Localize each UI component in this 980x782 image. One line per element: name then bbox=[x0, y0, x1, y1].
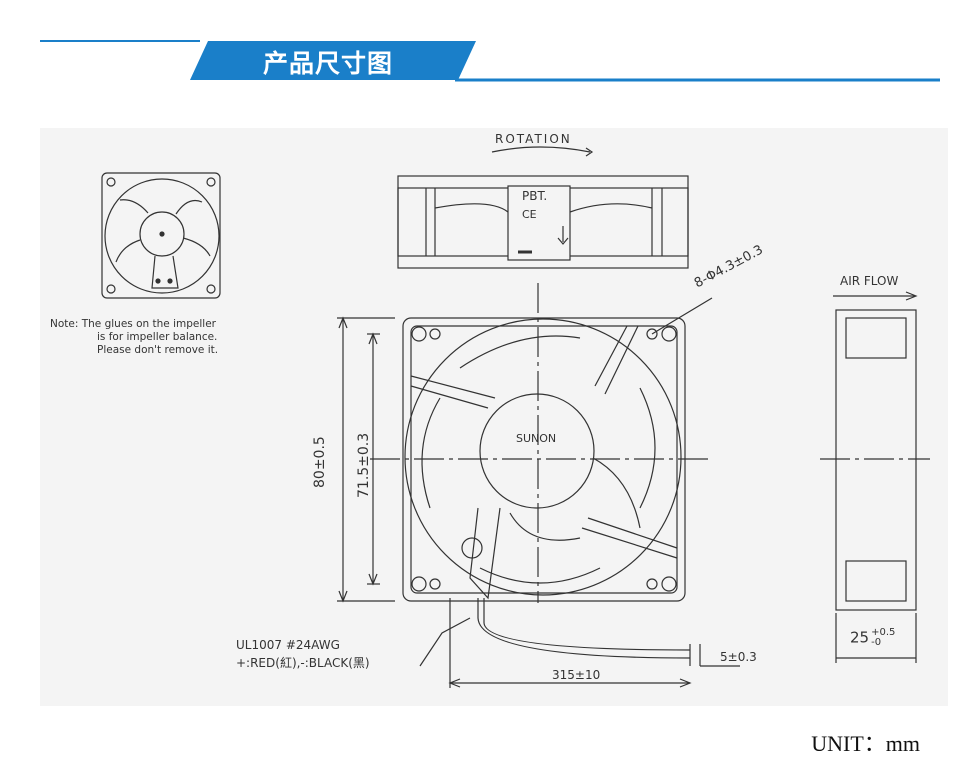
fan-top-view bbox=[397, 146, 689, 269]
outer-dimension-label: 80±0.5 bbox=[312, 436, 328, 488]
technical-drawing-svg bbox=[101, 146, 930, 688]
impeller-small-view bbox=[101, 172, 221, 299]
header-banner-graphic bbox=[40, 40, 940, 82]
header-title-banner bbox=[190, 41, 476, 80]
airflow-label: AIR FLOW bbox=[840, 274, 899, 288]
note-line: Note: The glues on the impeller bbox=[50, 318, 216, 330]
fan-side-view bbox=[820, 291, 930, 663]
brand-label: SUNON bbox=[516, 432, 557, 445]
strip-length-label: 5±0.3 bbox=[720, 650, 757, 664]
fan-dimension-drawing: Note: The glues on the impeller is for i… bbox=[40, 128, 948, 706]
note-line: is for impeller balance. bbox=[97, 331, 218, 343]
pbt-label: PBT. bbox=[522, 189, 548, 203]
section-header: 产品尺寸图 bbox=[0, 0, 980, 110]
cable-colors-label: +:RED(紅),-:BLACK(黑) bbox=[236, 656, 370, 670]
note-line: Please don't remove it. bbox=[97, 344, 219, 356]
page-title: 产品尺寸图 bbox=[262, 49, 393, 78]
unit-label: UNIT：mm bbox=[811, 731, 920, 756]
impeller-note: Note: The glues on the impeller is for i… bbox=[50, 318, 218, 357]
fan-front-view bbox=[337, 283, 740, 688]
rotation-label: ROTATION bbox=[495, 132, 572, 146]
depth-tolerance-plus: +0.5 bbox=[871, 627, 896, 638]
lead-length-label: 315±10 bbox=[552, 668, 601, 682]
hole-pitch-dimension-label: 71.5±0.3 bbox=[356, 432, 372, 498]
depth-dimension-label: 25+0.5-0 bbox=[850, 628, 895, 648]
cable-type-label: UL1007 #24AWG bbox=[236, 638, 340, 652]
ce-mark: CE bbox=[522, 208, 537, 221]
depth-tolerance-minus: -0 bbox=[871, 637, 882, 648]
depth-dimension-value: 25 bbox=[850, 628, 870, 647]
